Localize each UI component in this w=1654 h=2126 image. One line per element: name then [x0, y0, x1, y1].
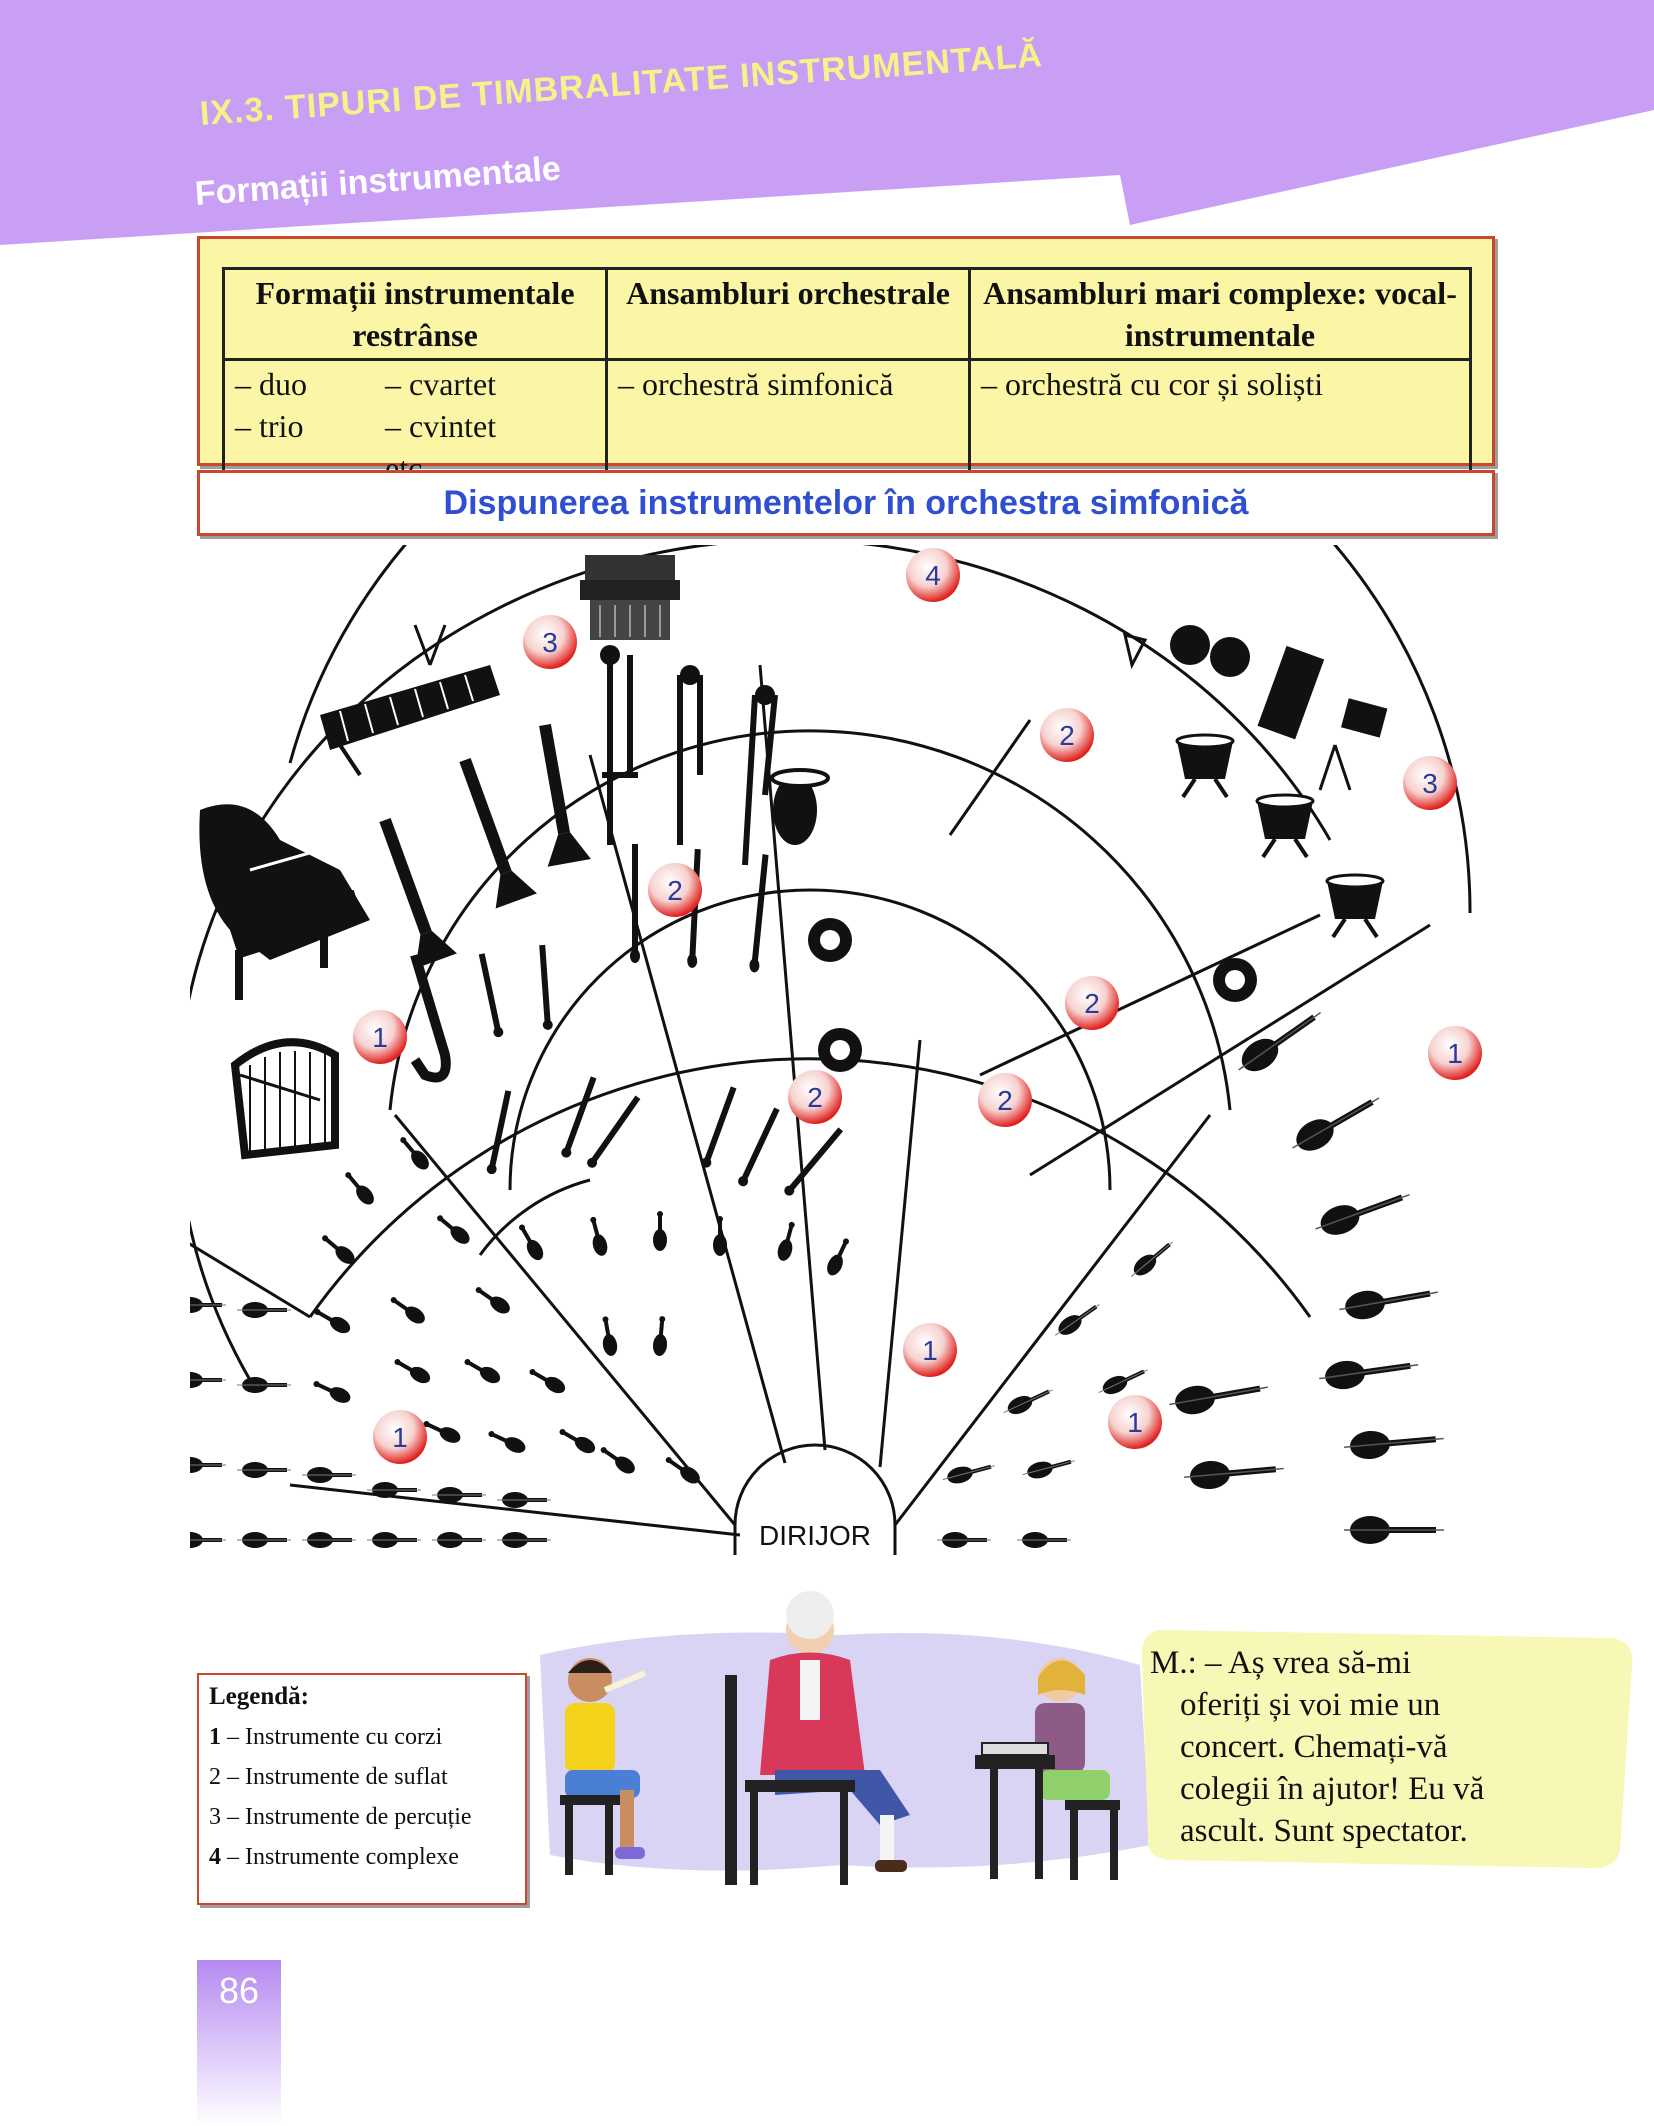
badge-strings-harp: 1: [353, 1010, 407, 1064]
violin-icons-left: [310, 1133, 704, 1488]
svg-text:1: 1: [1127, 1407, 1143, 1438]
diagram-title: Dispunerea instrumentelor în orchestra s…: [443, 483, 1249, 522]
badge-strings-violas: 1: [1108, 1395, 1162, 1449]
svg-text:3: 3: [542, 627, 558, 658]
badge-complex-organ: 4: [906, 548, 960, 602]
speech-line-3: concert. Chemați-vă: [1180, 1729, 1448, 1765]
svg-text:2: 2: [1059, 720, 1075, 751]
svg-text:1: 1: [922, 1335, 938, 1366]
girl-with-keyboard: [975, 1658, 1120, 1880]
stage-lines: [190, 545, 1472, 1555]
svg-text:1: 1: [372, 1022, 388, 1053]
item-duo: – duo: [235, 366, 307, 402]
boy-with-flute: [560, 1658, 647, 1875]
page-number: 86: [218, 1970, 260, 2011]
svg-text:2: 2: [667, 875, 683, 906]
item-choir: – orchestră cu cor și soliști: [981, 366, 1324, 402]
xylophone-icon: [320, 624, 500, 777]
conductor-label: DIRIJOR: [759, 1520, 871, 1551]
saxophone-icon: [410, 953, 451, 1083]
percussion-icons: [1122, 625, 1388, 939]
organ-icon: [580, 555, 680, 640]
item-trio: – trio: [235, 408, 304, 444]
badge-strings-violins-inner: 1: [903, 1323, 957, 1377]
svg-text:3: 3: [1422, 768, 1438, 799]
harp-icon: [230, 1038, 339, 1160]
diagram-title-bar: Dispunerea instrumentelor în orchestra s…: [197, 470, 1495, 536]
piano-icon: [199, 804, 370, 1000]
legend-item-percussion: 3 – Instrumente de percuție: [209, 1804, 472, 1830]
trombone-icons: [602, 655, 778, 866]
header-complex: Ansambluri mari complexe: vocal-instrume…: [968, 267, 1472, 361]
horn-icons: [808, 918, 1257, 1072]
cell-restricted: – duo – cvartet – trio – cvintet etc.: [222, 358, 608, 494]
svg-text:2: 2: [807, 1082, 823, 1113]
legend-item-wind: 2 – Instrumente de suflat: [209, 1764, 448, 1790]
item-cvintet: – cvintet etc.: [385, 408, 497, 486]
badge-wind-flutes: 2: [788, 1070, 842, 1124]
item-cvartet: – cvartet: [385, 366, 497, 402]
svg-text:4: 4: [925, 560, 941, 591]
concert-illustration: [540, 1591, 1150, 1885]
speech-line-4: colegii în ajutor! Eu vă: [1180, 1771, 1485, 1807]
speech-line-1: M.: – Aș vrea să-mi: [1150, 1645, 1412, 1681]
speech-line-5: ascult. Sunt spectator.: [1180, 1813, 1468, 1849]
legend-title: Legendă:: [209, 1683, 309, 1710]
badge-percussion-xylophone: 3: [523, 615, 577, 669]
badge-wind-clarinets: 2: [978, 1073, 1032, 1127]
item-orchestra: – orchestră simfonică: [618, 366, 894, 402]
legend-box: Legendă: 1 – Instrumente cu corzi 2 – In…: [197, 1673, 527, 1905]
violin-icons-second: [190, 1296, 552, 1549]
svg-text:1: 1: [392, 1422, 408, 1453]
viola-icons: [936, 1235, 1179, 1549]
badge-percussion-drums: 3: [1403, 756, 1457, 810]
tuba-icon: [770, 768, 830, 845]
page-number-tab: [197, 1960, 281, 2126]
badge-wind-trumpets: 2: [648, 863, 702, 917]
formations-table-box: Formații instrumentale restrânse Ansambl…: [197, 236, 1495, 494]
speech-text: M.: – Aș vrea să-mi oferiți și voi mie u…: [1150, 1642, 1630, 1852]
svg-text:2: 2: [1084, 988, 1100, 1019]
legend-item-complex: 4 – Instrumente complexe: [209, 1844, 459, 1870]
formations-table: Formații instrumentale restrânse Ansambl…: [222, 267, 1472, 494]
mozart-figure: [725, 1591, 910, 1885]
speech-bubble: [1141, 1630, 1633, 1869]
legend-item-strings: 1 – Instrumente cu corzi: [209, 1724, 443, 1750]
header-orchestral: Ansambluri orchestrale: [605, 267, 971, 361]
badges: 4 3 3 2 2 2 2 2 1 1 1 1 1 1: [353, 548, 1482, 1464]
speech-line-2: oferiți și voi mie un: [1180, 1687, 1441, 1723]
orchestra-diagram: DIRIJOR 4 3 3 2 2 2 2 2 1 1 1 1 1 1: [190, 545, 1482, 1555]
badge-wind-brass: 2: [1040, 708, 1094, 762]
badge-wind-horns: 2: [1065, 976, 1119, 1030]
header-restricted: Formații instrumentale restrânse: [222, 267, 608, 361]
trumpet-icons: [379, 723, 591, 969]
svg-text:1: 1: [1447, 1038, 1463, 1069]
violin-icons-inner: [514, 1211, 854, 1358]
header-banner: [0, 0, 1654, 245]
cello-icons: [1166, 1000, 1446, 1545]
badge-strings-violins-left: 1: [373, 1410, 427, 1464]
badge-strings-cellos: 1: [1428, 1026, 1482, 1080]
svg-text:2: 2: [997, 1085, 1013, 1116]
